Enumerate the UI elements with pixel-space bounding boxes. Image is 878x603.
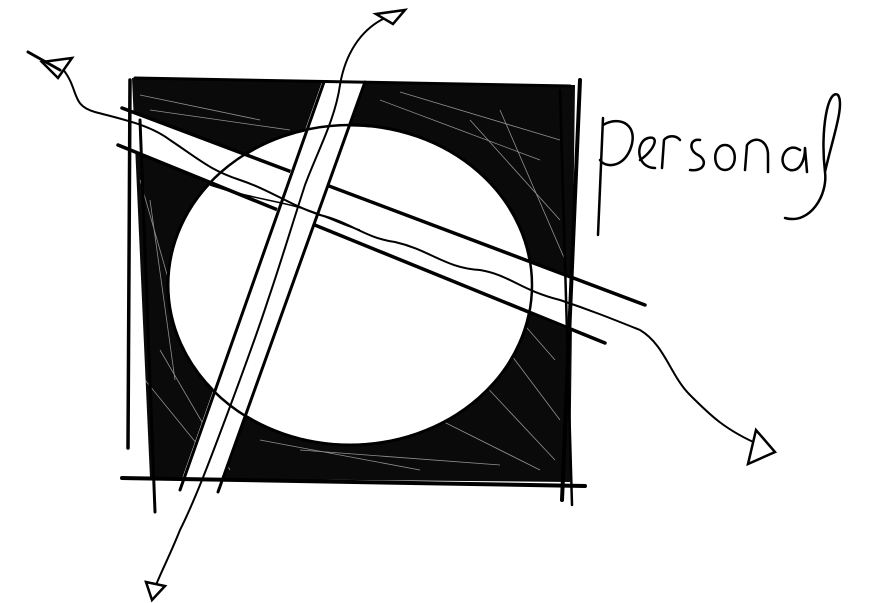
handwritten-word: personal [596, 100, 856, 230]
handwritten-word-text: personal [596, 100, 600, 101]
